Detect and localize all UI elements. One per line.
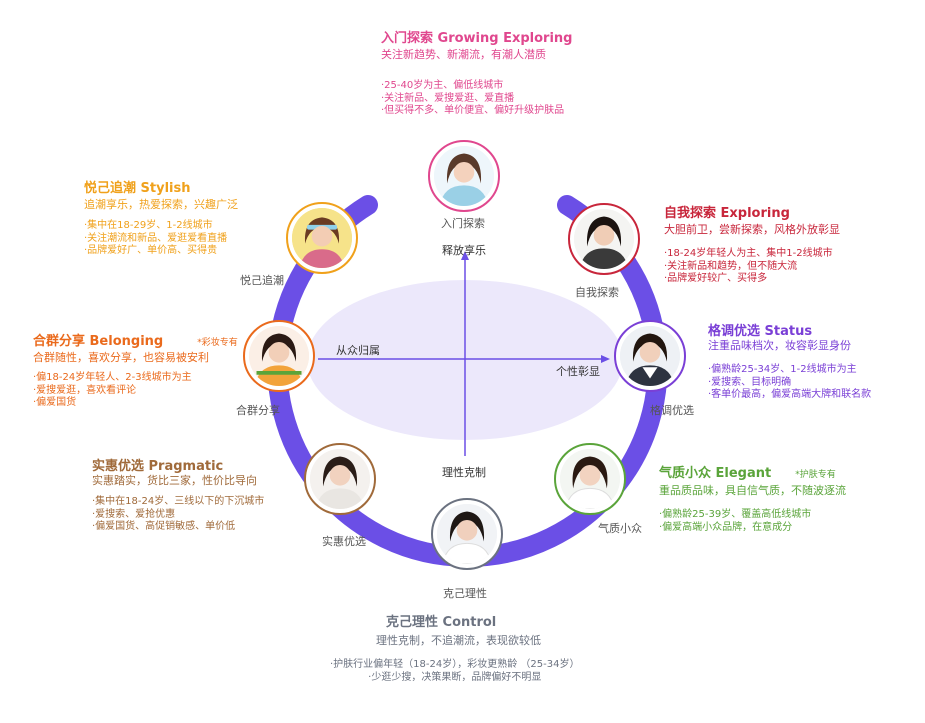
subtitle-stylish: 追潮享乐，热爱探索，兴趣广泛 <box>84 198 238 211</box>
node-label-control: 克己理性 <box>443 587 487 600</box>
horizontal-axis-arrow-icon <box>601 355 610 363</box>
bullet-item: ·偏18-24岁年轻人、2-3线城市为主 <box>33 372 192 383</box>
bullets-pragmatic: ·集中在18-24岁、三线以下的下沉城市 ·爱搜索、爱抢优惠 ·偏爱国货、高促销… <box>92 496 264 534</box>
node-label-belonging: 合群分享 <box>236 404 280 417</box>
title-elegant: 气质小众 Elegant *护肤专有 <box>659 462 836 481</box>
bullet-item: ·品牌爱好广、单价高、买得贵 <box>84 245 218 256</box>
subtitle-pragmatic: 实惠踏实，货比三家，性价比导向 <box>92 474 257 487</box>
vertical-axis-arrow-icon <box>461 251 469 260</box>
portrait-icon <box>574 209 634 269</box>
node-label-growing: 入门探索 <box>441 217 485 230</box>
bullet-item: ·关注新品和趋势，但不随大流 <box>664 260 798 272</box>
node-control <box>431 498 503 570</box>
portrait-icon <box>434 146 494 206</box>
subtitle-control: 理性克制，不追潮流，表现欲较低 <box>376 634 541 647</box>
portrait-icon <box>292 208 352 268</box>
bullet-item: ·客单价最高，偏爱高端大牌和联名款 <box>708 389 872 400</box>
bullet-item: ·偏爱国货 <box>33 397 77 408</box>
subtitle-belonging: 合群随性，喜欢分享，也容易被安利 <box>33 351 209 364</box>
bullets-exploring: ·18-24岁年轻人为主、集中1-2线城市 ·关注新品和趋势，但不随大流 ·品牌… <box>664 248 833 286</box>
bullet-item: ·爱搜索、爱抢优惠 <box>92 508 176 520</box>
node-stylish <box>286 202 358 274</box>
node-exploring <box>568 203 640 275</box>
bullet-item: ·集中在18-29岁、1-2线城市 <box>84 220 213 231</box>
bullet-item: ·少逛少搜，决策果断，品牌偏好不明显 <box>368 671 542 683</box>
bullet-item: ·偏熟龄25-39岁、覆盖高低线城市 <box>659 509 812 520</box>
node-label-elegant: 气质小众 <box>598 522 642 535</box>
title-status: 格调优选 Status <box>708 324 813 339</box>
title-belonging: 合群分享 Belonging *彩妆专有 <box>33 330 238 349</box>
subtitle-growing: 关注新趋势、新潮流，有潮人潜质 <box>381 48 546 61</box>
portrait-icon <box>620 326 680 386</box>
axis-label-bottom: 理性克制 <box>442 466 486 479</box>
node-label-exploring: 自我探索 <box>575 286 619 299</box>
tag-elegant: *护肤专有 <box>795 470 836 480</box>
bullet-item: ·爱搜爱逛，喜欢看评论 <box>33 384 137 396</box>
node-belonging <box>243 320 315 392</box>
bullet-item: ·集中在18-24岁、三线以下的下沉城市 <box>92 496 265 507</box>
bullet-item: ·但买得不多、单价便宜、偏好升级护肤品 <box>381 105 565 116</box>
bullet-item: ·关注新品、爱搜爱逛、爱直播 <box>381 92 515 104</box>
bullets-status: ·偏熟龄25-34岁、1-2线城市为主 ·爱搜索、目标明确 ·客单价最高，偏爱高… <box>708 364 871 402</box>
node-pragmatic <box>304 443 376 515</box>
title-text: 气质小众 Elegant <box>659 466 772 481</box>
bullets-control: ·护肤行业偏年轻（18-24岁），彩妆更熟龄 （25-34岁） ·少逛少搜，决策… <box>330 659 579 684</box>
title-control: 克己理性 Control <box>386 615 497 630</box>
bullet-item: ·偏熟龄25-34岁、1-2线城市为主 <box>708 364 857 375</box>
bullet-item: ·18-24岁年轻人为主、集中1-2线城市 <box>664 248 833 259</box>
bullet-item: ·关注潮流和新品、爱逛爱看直播 <box>84 232 228 244</box>
title-growing: 入门探索 Growing Exploring <box>381 31 573 46</box>
subtitle-exploring: 大胆前卫，尝新探索，风格外放彰显 <box>664 223 840 236</box>
portrait-icon <box>560 449 620 509</box>
bullet-item: ·偏爱国货、高促销敏感、单价低 <box>92 521 236 532</box>
subtitle-elegant: 重品质品味，具自信气质，不随波逐流 <box>659 484 846 497</box>
portrait-icon <box>437 504 497 564</box>
title-exploring: 自我探索 Exploring <box>664 206 790 221</box>
node-status <box>614 320 686 392</box>
node-growing <box>428 140 500 212</box>
title-text: 合群分享 Belonging <box>33 334 164 349</box>
bullet-item: ·护肤行业偏年轻（18-24岁），彩妆更熟龄 （25-34岁） <box>330 659 580 670</box>
bullets-growing: ·25-40岁为主、偏低线城市 ·关注新品、爱搜爱逛、爱直播 ·但买得不多、单价… <box>381 80 564 118</box>
portrait-icon <box>310 449 370 509</box>
title-stylish: 悦己追潮 Stylish <box>84 181 191 196</box>
bullet-item: ·偏爱高端小众品牌，在意成分 <box>659 521 793 533</box>
bullets-belonging: ·偏18-24岁年轻人、2-3线城市为主 ·爱搜爱逛，喜欢看评论 ·偏爱国货 <box>33 372 192 410</box>
subtitle-status: 注重品味档次，妆容彰显身份 <box>708 339 851 352</box>
bullets-elegant: ·偏熟龄25-39岁、覆盖高低线城市 ·偏爱高端小众品牌，在意成分 <box>659 509 811 534</box>
bullet-item: ·爱搜索、目标明确 <box>708 376 792 388</box>
node-label-pragmatic: 实惠优选 <box>322 535 366 548</box>
bullets-stylish: ·集中在18-29岁、1-2线城市 ·关注潮流和新品、爱逛爱看直播 ·品牌爱好广… <box>84 220 227 258</box>
axis-label-right: 个性彰显 <box>556 365 600 378</box>
axis-label-left: 从众归属 <box>336 344 380 357</box>
tag-belonging: *彩妆专有 <box>197 338 238 348</box>
node-label-stylish: 悦己追潮 <box>240 274 284 287</box>
node-elegant <box>554 443 626 515</box>
node-label-status: 格调优选 <box>650 404 694 417</box>
bullet-item: ·25-40岁为主、偏低线城市 <box>381 80 504 91</box>
title-pragmatic: 实惠优选 Pragmatic <box>92 459 224 474</box>
bullet-item: ·品牌爱好较广、买得多 <box>664 273 768 284</box>
axis-label-top: 释放享乐 <box>442 244 486 257</box>
portrait-icon <box>249 326 309 386</box>
